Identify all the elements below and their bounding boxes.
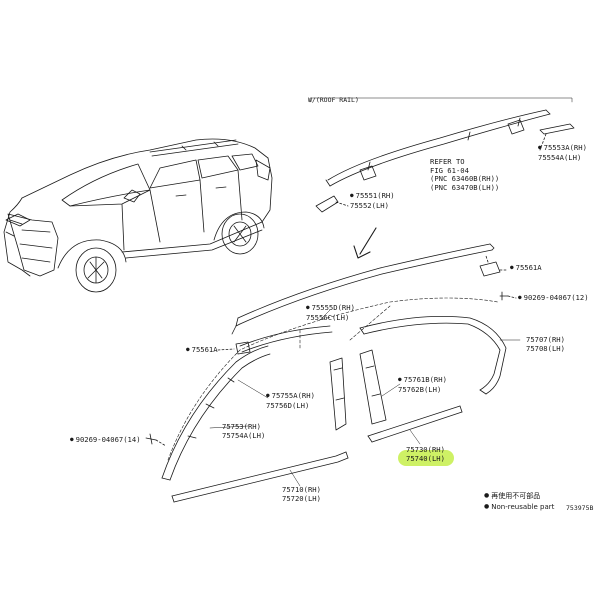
- part-75753: [161, 345, 271, 481]
- label-75555: 75555D(RH) 75556C(LH): [306, 303, 355, 322]
- label-90269-12: 90269-04067(12): [518, 293, 589, 304]
- label-75707: 75707(RH) 75708(LH): [526, 335, 565, 353]
- label-75755: 75755A(RH) 75756D(LH): [266, 391, 315, 410]
- part-highlight-75740: [398, 450, 454, 466]
- label-75551: 75551(RH) 75552(LH): [350, 191, 395, 210]
- part-75755: [239, 325, 333, 353]
- screw-90269-14: [145, 433, 157, 445]
- label-75561-right: 75561A: [510, 263, 542, 274]
- label-75710: 75710(RH) 75720(LH): [282, 485, 321, 503]
- label-75553: 75553A(RH) 75554A(LH): [538, 143, 587, 162]
- label-75761: 75761B(RH) 75762B(LH): [398, 375, 447, 394]
- label-refer-fig: REFER TO FIG 61-04 (PNC 63460B(RH)) (PNC…: [430, 157, 500, 192]
- legend-en: Non-reusable part: [484, 503, 554, 513]
- part-75710: [171, 451, 349, 503]
- part-75553: [539, 123, 575, 135]
- part-75551: [315, 195, 339, 213]
- part-75761: [359, 349, 387, 425]
- part-75730: [367, 405, 463, 443]
- clip-75561-left: [235, 341, 251, 355]
- label-90269-14: 90269-04067(14): [70, 435, 141, 446]
- car-illustration: [3, 138, 273, 293]
- label-75730: 75730(RH) 75740(LH): [406, 445, 445, 463]
- legend-jp: 再使用不可部品: [484, 492, 540, 502]
- label-75753: 75753(RH) 75754A(LH): [222, 422, 266, 440]
- screw-90269-12: [499, 291, 509, 301]
- diagram-code: 753975B: [566, 504, 594, 512]
- leader-lines: [209, 309, 521, 487]
- part-75707: [359, 315, 507, 395]
- label-75561-left: 75561A: [186, 345, 218, 356]
- roof-rail-part: [309, 97, 573, 187]
- part-75755a: [329, 357, 347, 431]
- door-frame-outline: [167, 297, 499, 461]
- roof-molding-part: [231, 243, 509, 335]
- label-roof-rail: W/(ROOF RAIL): [308, 96, 359, 104]
